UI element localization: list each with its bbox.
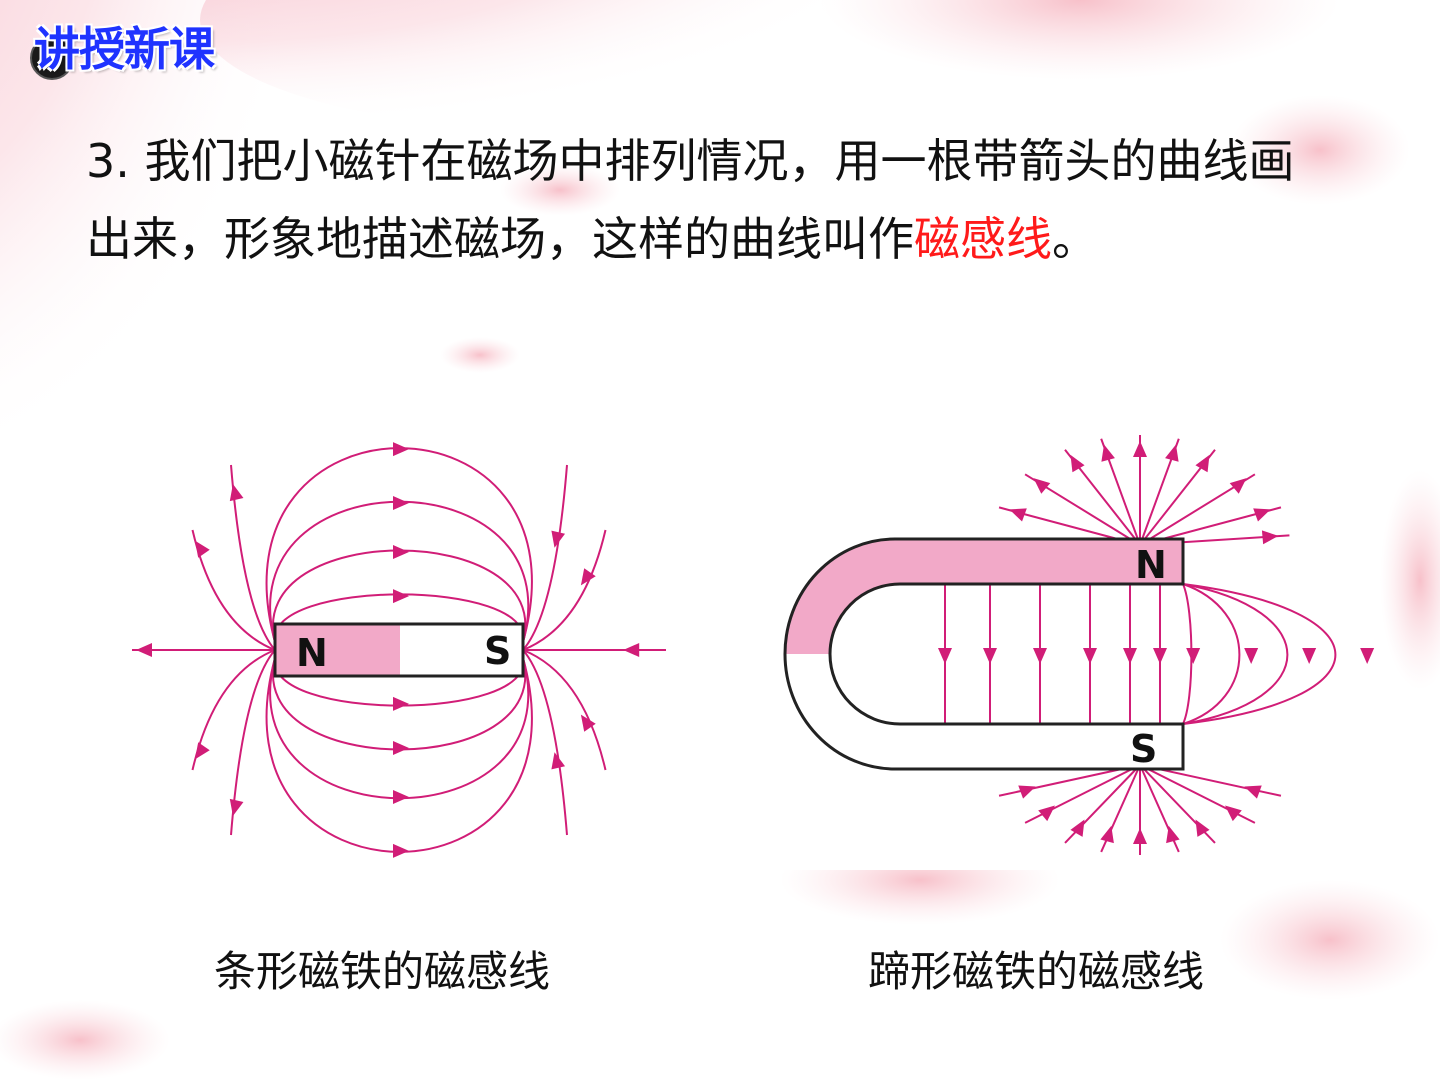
field-line xyxy=(522,529,607,651)
field-line xyxy=(1182,583,1289,725)
paragraph-text: 3. 我们把小磁针在磁场中排列情况，用一根带箭头的曲线画出来，形象地描述磁场，这… xyxy=(86,134,1295,266)
highlight-term: 磁感线 xyxy=(914,212,1052,266)
field-arrow xyxy=(194,540,210,558)
field-arrow xyxy=(393,790,409,804)
field-arrow xyxy=(1244,648,1259,664)
field-arrow xyxy=(393,843,409,858)
horseshoe-caption: 蹄形磁铁的磁感线 xyxy=(868,947,1205,996)
field-arrow xyxy=(1038,805,1055,822)
field-arrow xyxy=(1186,648,1201,664)
field-line xyxy=(522,649,568,836)
field-arrow xyxy=(938,648,952,664)
field-arrow xyxy=(1225,805,1242,822)
field-arrow xyxy=(393,545,409,559)
field-arrow xyxy=(551,752,566,770)
field-arrow xyxy=(393,496,409,510)
field-arrow xyxy=(229,798,244,817)
horseshoe-figure-panel xyxy=(770,425,1350,870)
field-arrow xyxy=(1360,648,1375,664)
field-arrow xyxy=(1070,819,1085,837)
section-title: 讲授新课 xyxy=(34,22,215,76)
field-arrow xyxy=(1195,819,1210,837)
field-arrow xyxy=(1195,454,1210,473)
horseshoe-north-label: N xyxy=(1135,543,1167,587)
field-arrow xyxy=(1083,648,1097,664)
field-arrow xyxy=(1009,508,1027,522)
field-arrow xyxy=(580,714,596,732)
paragraph-end: 。 xyxy=(1052,212,1098,266)
field-arrow xyxy=(1033,478,1051,494)
field-arrow xyxy=(1133,828,1147,844)
field-line xyxy=(522,464,568,651)
field-arrow xyxy=(136,643,152,657)
field-arrow xyxy=(393,589,409,604)
horseshoe-south-arm xyxy=(786,654,1183,769)
bar-north-label: N xyxy=(296,631,328,675)
section-header: 讲授新课 xyxy=(26,14,215,80)
field-line xyxy=(1182,583,1337,725)
field-arrow xyxy=(1153,648,1167,664)
definition-paragraph: 3. 我们把小磁针在磁场中排列情况，用一根带箭头的曲线画出来，形象地描述磁场，这… xyxy=(86,122,1306,278)
field-line xyxy=(1182,583,1241,725)
field-arrow xyxy=(1244,785,1262,799)
field-arrow xyxy=(393,741,409,755)
field-arrow xyxy=(580,568,596,586)
field-arrow xyxy=(1165,444,1179,462)
horseshoe-magnet-body xyxy=(783,537,1185,771)
bar-magnet-body xyxy=(273,622,525,678)
field-arrow xyxy=(1133,441,1147,457)
field-arrow xyxy=(1166,825,1180,844)
field-arrow xyxy=(983,648,997,664)
bar-north-half xyxy=(275,624,400,676)
field-arrow xyxy=(229,483,244,502)
field-arrow xyxy=(1123,648,1137,664)
field-arrow xyxy=(1253,508,1271,522)
field-arrow xyxy=(1302,648,1317,664)
bar-south-label: S xyxy=(484,629,511,673)
field-arrow xyxy=(1101,444,1115,462)
field-arrow xyxy=(1100,825,1114,844)
horseshoe-north-arm xyxy=(786,539,1183,654)
bar-south-half xyxy=(400,624,523,676)
field-arrow xyxy=(393,442,409,457)
bullet-icon xyxy=(30,36,74,80)
field-arrow xyxy=(1033,648,1047,664)
field-arrow xyxy=(623,643,640,657)
field-arrow xyxy=(194,742,210,760)
bar-magnet-caption: 条形磁铁的磁感线 xyxy=(214,947,551,996)
field-arrow xyxy=(1070,454,1085,473)
field-line xyxy=(522,649,607,771)
horseshoe-south-label: S xyxy=(1130,727,1157,771)
field-arrow xyxy=(1018,785,1036,799)
field-arrow xyxy=(551,530,566,548)
field-arrow xyxy=(393,696,409,711)
field-arrow xyxy=(1229,478,1247,494)
field-arrow xyxy=(1261,530,1279,545)
